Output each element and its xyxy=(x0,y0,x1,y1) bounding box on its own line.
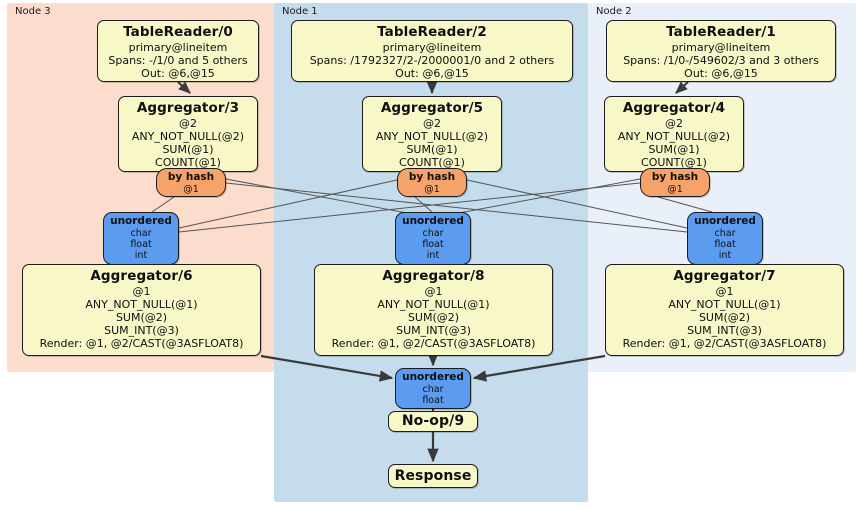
node-line: ANY_NOT_NULL(@2) xyxy=(617,130,731,143)
node-no-op-9[interactable]: No-op/9 xyxy=(388,411,478,432)
node-title: No-op/9 xyxy=(401,413,465,429)
router-by-hash-right[interactable]: by hash @1 xyxy=(640,168,710,197)
router-line: @1 xyxy=(183,184,199,195)
node-line: Spans: -/1/0 and 5 others xyxy=(108,54,248,67)
node-title: TableReader/0 xyxy=(123,24,233,40)
node-line: Out: @6,@15 xyxy=(684,67,758,80)
sync-line: char xyxy=(130,228,152,239)
sync-line: float xyxy=(422,395,444,406)
node-line: Out: @6,@15 xyxy=(395,67,469,80)
node-line: @1 xyxy=(424,285,443,298)
sync-line: int xyxy=(426,250,440,261)
sync-unordered-mid[interactable]: unordered char float int xyxy=(395,212,471,265)
sync-line: int xyxy=(134,250,148,261)
node-aggregator-3[interactable]: Aggregator/3 @2 ANY_NOT_NULL(@2) SUM(@1)… xyxy=(118,96,258,172)
node-aggregator-4[interactable]: Aggregator/4 @2 ANY_NOT_NULL(@2) SUM(@1)… xyxy=(604,96,744,172)
node-title: Aggregator/3 xyxy=(136,100,240,116)
panel-label-node2: Node 2 xyxy=(596,6,632,17)
node-line: ANY_NOT_NULL(@1) xyxy=(377,298,490,311)
node-line: SUM(@1) xyxy=(406,143,458,156)
node-line: COUNT(@1) xyxy=(155,156,221,169)
node-title: TableReader/2 xyxy=(377,24,487,40)
node-line: COUNT(@1) xyxy=(399,156,465,169)
sync-title: unordered xyxy=(402,215,464,227)
node-title: Aggregator/4 xyxy=(622,100,726,116)
node-line: COUNT(@1) xyxy=(641,156,707,169)
node-line: ANY_NOT_NULL(@1) xyxy=(85,298,198,311)
sync-line: float xyxy=(130,239,152,250)
sync-unordered-final[interactable]: unordered char float xyxy=(395,368,471,409)
router-line: @1 xyxy=(424,184,440,195)
node-aggregator-7[interactable]: Aggregator/7 @1 ANY_NOT_NULL(@1) SUM(@2)… xyxy=(605,264,844,356)
node-tablereader-0[interactable]: TableReader/0 primary@lineitem Spans: -/… xyxy=(97,20,259,82)
router-title: by hash xyxy=(651,171,699,183)
node-line: primary@lineitem xyxy=(382,41,482,54)
router-title: by hash xyxy=(408,171,456,183)
sync-line: char xyxy=(714,228,736,239)
node-title: Aggregator/6 xyxy=(90,268,193,284)
sync-title: unordered xyxy=(694,215,756,227)
node-line: SUM(@2) xyxy=(698,311,751,324)
node-title: Aggregator/8 xyxy=(382,268,485,284)
node-aggregator-6[interactable]: Aggregator/6 @1 ANY_NOT_NULL(@1) SUM(@2)… xyxy=(22,264,261,356)
sync-unordered-left[interactable]: unordered char float int xyxy=(103,212,179,265)
node-line: @2 xyxy=(665,117,683,130)
node-line: Render: @1, @2/CAST(@3ASFLOAT8) xyxy=(39,337,244,350)
node-title: TableReader/1 xyxy=(666,24,776,40)
node-line: SUM(@2) xyxy=(115,311,168,324)
node-line: primary@lineitem xyxy=(671,41,771,54)
sync-title: unordered xyxy=(402,371,464,383)
sync-line: char xyxy=(422,384,444,395)
node-line: ANY_NOT_NULL(@1) xyxy=(668,298,781,311)
node-tablereader-2[interactable]: TableReader/2 primary@lineitem Spans: /1… xyxy=(291,20,573,82)
sync-title: unordered xyxy=(110,215,172,227)
router-line: @1 xyxy=(667,184,683,195)
node-response[interactable]: Response xyxy=(388,464,478,488)
sync-line: char xyxy=(422,228,444,239)
node-line: Render: @1, @2/CAST(@3ASFLOAT8) xyxy=(331,337,536,350)
node-tablereader-1[interactable]: TableReader/1 primary@lineitem Spans: /1… xyxy=(606,20,836,82)
node-line: @1 xyxy=(715,285,734,298)
node-line: SUM_INT(@3) xyxy=(687,324,762,337)
node-line: @1 xyxy=(132,285,151,298)
node-line: Spans: /1/0-/549602/3 and 3 others xyxy=(623,54,819,67)
panel-label-node1: Node 1 xyxy=(282,6,318,17)
node-line: ANY_NOT_NULL(@2) xyxy=(375,130,489,143)
node-aggregator-5[interactable]: Aggregator/5 @2 ANY_NOT_NULL(@2) SUM(@1)… xyxy=(362,96,502,172)
node-line: SUM(@2) xyxy=(407,311,460,324)
node-line: ANY_NOT_NULL(@2) xyxy=(131,130,245,143)
node-line: Spans: /1792327/2-/2000001/0 and 2 other… xyxy=(309,54,555,67)
node-line: @2 xyxy=(423,117,441,130)
node-title: Aggregator/5 xyxy=(380,100,484,116)
router-by-hash-mid[interactable]: by hash @1 xyxy=(397,168,467,197)
sync-line: float xyxy=(422,239,444,250)
node-line: SUM(@1) xyxy=(162,143,214,156)
node-line: SUM_INT(@3) xyxy=(396,324,471,337)
node-line: primary@lineitem xyxy=(128,41,228,54)
node-line: SUM_INT(@3) xyxy=(104,324,179,337)
node-line: Render: @1, @2/CAST(@3ASFLOAT8) xyxy=(622,337,827,350)
node-aggregator-8[interactable]: Aggregator/8 @1 ANY_NOT_NULL(@1) SUM(@2)… xyxy=(314,264,553,356)
node-title: Aggregator/7 xyxy=(673,268,776,284)
node-line: @2 xyxy=(179,117,197,130)
router-title: by hash xyxy=(167,171,215,183)
router-by-hash-left[interactable]: by hash @1 xyxy=(156,168,226,197)
node-line: Out: @6,@15 xyxy=(141,67,215,80)
node-line: SUM(@1) xyxy=(648,143,700,156)
sync-line: int xyxy=(718,250,732,261)
sync-unordered-right[interactable]: unordered char float int xyxy=(687,212,763,265)
panel-label-node3: Node 3 xyxy=(15,6,51,17)
node-title: Response xyxy=(394,467,472,484)
sync-line: float xyxy=(714,239,736,250)
